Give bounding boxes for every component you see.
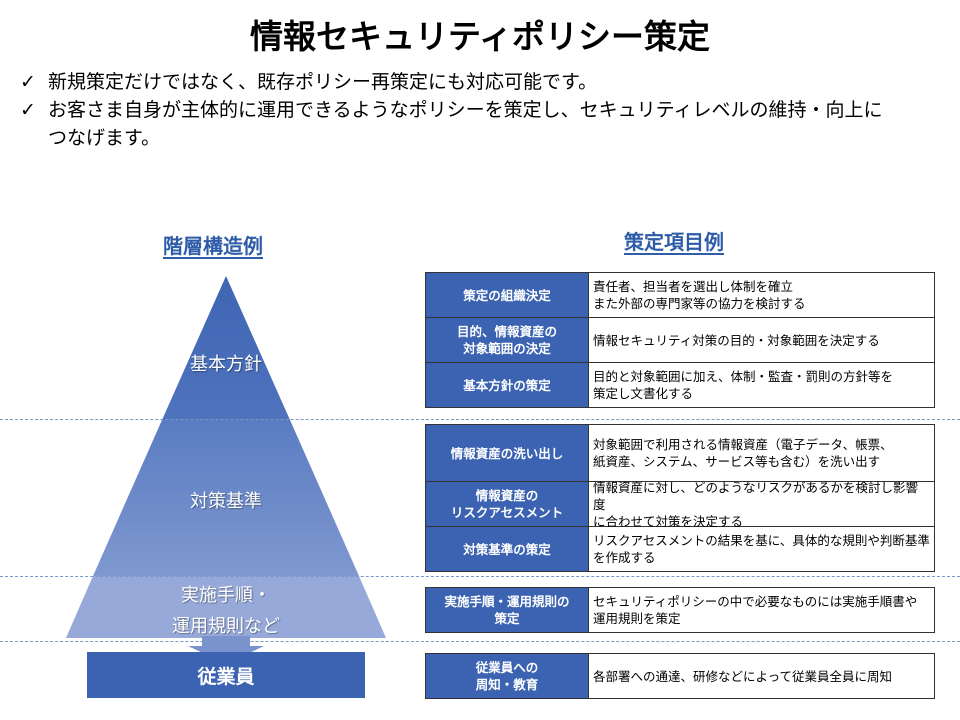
item-label: 対策基準の策定 bbox=[426, 527, 589, 571]
hierarchy-heading: 階層構造例 bbox=[163, 234, 263, 258]
table-row: 情報資産の リスクアセスメント 情報資産に対し、どのようなリスクがあるかを検討し… bbox=[426, 480, 934, 529]
item-description: 情報資産に対し、どのようなリスクがあるかを検討し影響度 に合わせて対策を決定する bbox=[589, 480, 934, 529]
check-icon: ✓ bbox=[20, 99, 36, 121]
item-label: 情報資産の リスクアセスメント bbox=[426, 482, 589, 526]
item-description: 責任者、担当者を選出し体制を確立 また外部の専門家等の協力を検討する bbox=[589, 273, 934, 317]
page-title: 情報セキュリティポリシー策定 bbox=[249, 17, 711, 56]
table-row: 情報資産の洗い出し 対象範囲で利用される情報資産（電子データ、帳票、 紙資産、シ… bbox=[426, 425, 934, 482]
items-table-procedures: 実施手順・運用規則の 策定 セキュリティポリシーの中で必要なものには実施手順書や… bbox=[425, 587, 935, 633]
item-description: リスクアセスメントの結果を基に、具体的な規則や判断基準 を作成する bbox=[589, 527, 934, 571]
table-row: 基本方針の策定 目的と対象範囲に加え、体制・監査・罰則の方針等を 策定し文書化す… bbox=[426, 363, 934, 407]
item-description: 目的と対象範囲に加え、体制・監査・罰則の方針等を 策定し文書化する bbox=[589, 363, 934, 407]
bullet-text: お客さま自身が主体的に運用できるようなポリシーを策定し、セキュリティレベルの維持… bbox=[48, 99, 883, 121]
employees-box: 従業員 bbox=[87, 652, 365, 698]
bullet-list: ✓ 新規策定だけではなく、既存ポリシー再策定にも対応可能です。 ✓ お客さま自身… bbox=[20, 68, 940, 152]
item-description: 情報セキュリティ対策の目的・対象範囲を決定する bbox=[589, 318, 934, 362]
items-heading: 策定項目例 bbox=[624, 230, 724, 254]
item-description: 各部署への通達、研修などによって従業員全員に周知 bbox=[589, 654, 934, 698]
table-row: 実施手順・運用規則の 策定 セキュリティポリシーの中で必要なものには実施手順書や… bbox=[426, 588, 934, 632]
item-label: 策定の組織決定 bbox=[426, 273, 589, 317]
item-description: セキュリティポリシーの中で必要なものには実施手順書や 運用規則を策定 bbox=[589, 588, 934, 632]
table-row: 対策基準の策定 リスクアセスメントの結果を基に、具体的な規則や判断基準 を作成す… bbox=[426, 527, 934, 571]
pyramid-bottom-layer bbox=[66, 576, 386, 638]
divider-line bbox=[0, 419, 960, 420]
table-row: 目的、情報資産の 対象範囲の決定 情報セキュリティ対策の目的・対象範囲を決定する bbox=[426, 318, 934, 363]
items-table-standards: 情報資産の洗い出し 対象範囲で利用される情報資産（電子データ、帳票、 紙資産、シ… bbox=[425, 424, 935, 572]
table-row: 策定の組織決定 責任者、担当者を選出し体制を確立 また外部の専門家等の協力を検討… bbox=[426, 273, 934, 318]
pyramid-label-procedures-2: 運用規則など bbox=[172, 616, 280, 637]
item-description: 対象範囲で利用される情報資産（電子データ、帳票、 紙資産、システム、サービス等も… bbox=[589, 425, 934, 481]
items-table-employees: 従業員への 周知・教育 各部署への通達、研修などによって従業員全員に周知 bbox=[425, 653, 935, 699]
pyramid-top-layer bbox=[162, 276, 290, 420]
item-label: 情報資産の洗い出し bbox=[426, 425, 589, 481]
pyramid-label-standards: 対策基準 bbox=[190, 491, 262, 512]
bullet-item: ✓ 新規策定だけではなく、既存ポリシー再策定にも対応可能です。 bbox=[20, 68, 940, 96]
bullet-item: ✓ お客さま自身が主体的に運用できるようなポリシーを策定し、セキュリティレベルの… bbox=[20, 96, 940, 124]
item-label: 基本方針の策定 bbox=[426, 363, 589, 407]
items-table-policy: 策定の組織決定 責任者、担当者を選出し体制を確立 また外部の専門家等の協力を検討… bbox=[425, 272, 935, 408]
bullet-continuation: つなげます。 bbox=[48, 127, 161, 149]
pyramid-label-procedures-1: 実施手順・ bbox=[181, 585, 271, 606]
item-label: 目的、情報資産の 対象範囲の決定 bbox=[426, 318, 589, 362]
item-label: 実施手順・運用規則の 策定 bbox=[426, 588, 589, 632]
table-row: 従業員への 周知・教育 各部署への通達、研修などによって従業員全員に周知 bbox=[426, 654, 934, 698]
bullet-text: 新規策定だけではなく、既存ポリシー再策定にも対応可能です。 bbox=[48, 71, 598, 93]
pyramid-label-policy: 基本方針 bbox=[190, 354, 262, 375]
divider-line bbox=[0, 641, 960, 642]
pyramid-middle-layer bbox=[93, 420, 359, 576]
check-icon: ✓ bbox=[20, 71, 36, 93]
item-label: 従業員への 周知・教育 bbox=[426, 654, 589, 698]
divider-line bbox=[0, 576, 960, 577]
down-arrow-icon bbox=[188, 636, 264, 664]
